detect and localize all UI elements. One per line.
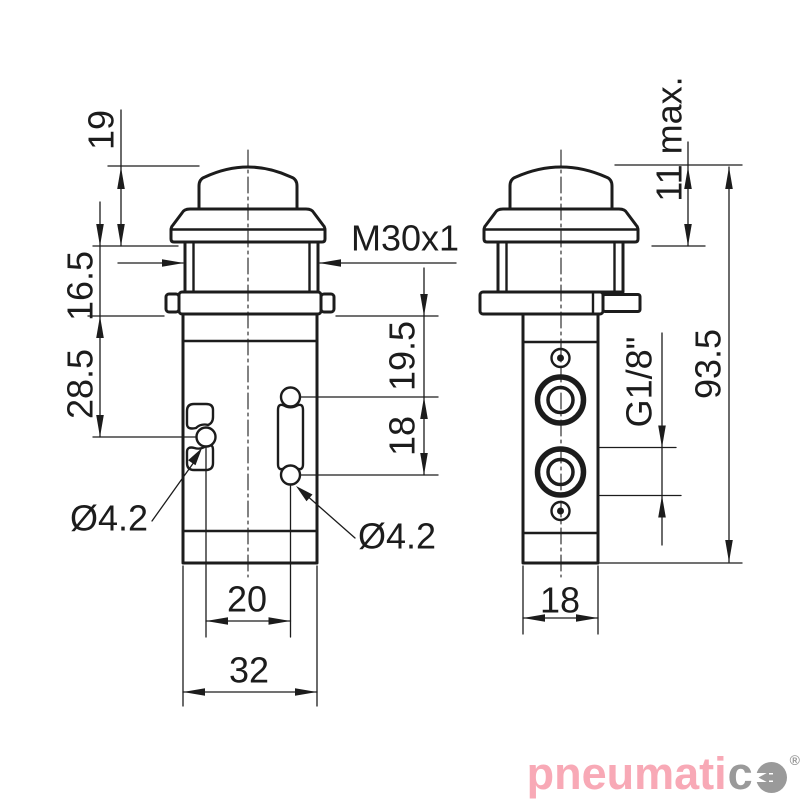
dim-body-depth: 18 <box>540 580 580 621</box>
side-port-top-inner <box>546 385 575 415</box>
side-port-bottom-inner <box>546 457 575 487</box>
side-port-top-outer <box>534 374 587 426</box>
side-button-dome <box>508 165 614 211</box>
dimension-labels: 19 16.5 28.5 M30x1 19.5 18 Ø4.2 Ø4.2 20 … <box>60 76 729 690</box>
dim-panel-to-hole: 28.5 <box>60 349 101 419</box>
dim-hole-left: Ø4.2 <box>70 498 148 539</box>
logo-text-secondary: c <box>727 748 753 799</box>
front-body <box>181 312 319 565</box>
front-hole-right-top <box>279 386 302 408</box>
center-lines <box>247 149 562 578</box>
side-view-ports <box>534 347 587 522</box>
front-view-details <box>185 386 305 486</box>
dim-thread: M30x1 <box>351 218 459 259</box>
front-thread-neck <box>183 240 320 294</box>
dim-panel-to-port: 19.5 <box>382 321 423 391</box>
dim-body-width: 32 <box>229 650 269 691</box>
dim-hole-centers-width: 20 <box>227 579 267 620</box>
front-button-dome <box>197 165 299 211</box>
front-tab-top <box>185 402 215 430</box>
dim-port-spacing-front: 18 <box>382 416 423 456</box>
dim-stroke-max: 11 max. <box>649 76 690 201</box>
side-port-bottom-outer <box>534 446 587 498</box>
logo-text-primary: pneumati <box>526 748 727 799</box>
dim-button-height: 19 <box>81 110 122 150</box>
logo-o-arrow-icon <box>754 761 787 793</box>
dim-hole-right: Ø4.2 <box>358 516 436 557</box>
side-screw-bottom <box>550 500 571 522</box>
arrowheads <box>96 167 733 696</box>
front-flange <box>177 290 323 316</box>
dim-total-height: 93.5 <box>688 329 729 399</box>
side-view-outline <box>478 165 642 565</box>
front-hole-right-bottom <box>279 464 302 486</box>
side-screw-top <box>550 347 571 369</box>
registered-mark: ® <box>789 752 800 768</box>
dim-bezel-to-panel: 16.5 <box>60 251 101 321</box>
front-hole-left <box>195 426 217 448</box>
side-body <box>521 312 600 565</box>
dim-port-thread: G1/8" <box>619 337 660 428</box>
front-slot <box>276 403 305 471</box>
side-flange <box>478 290 605 316</box>
side-bezel <box>482 207 640 244</box>
front-view-outline <box>164 165 336 565</box>
front-bezel <box>169 207 327 244</box>
